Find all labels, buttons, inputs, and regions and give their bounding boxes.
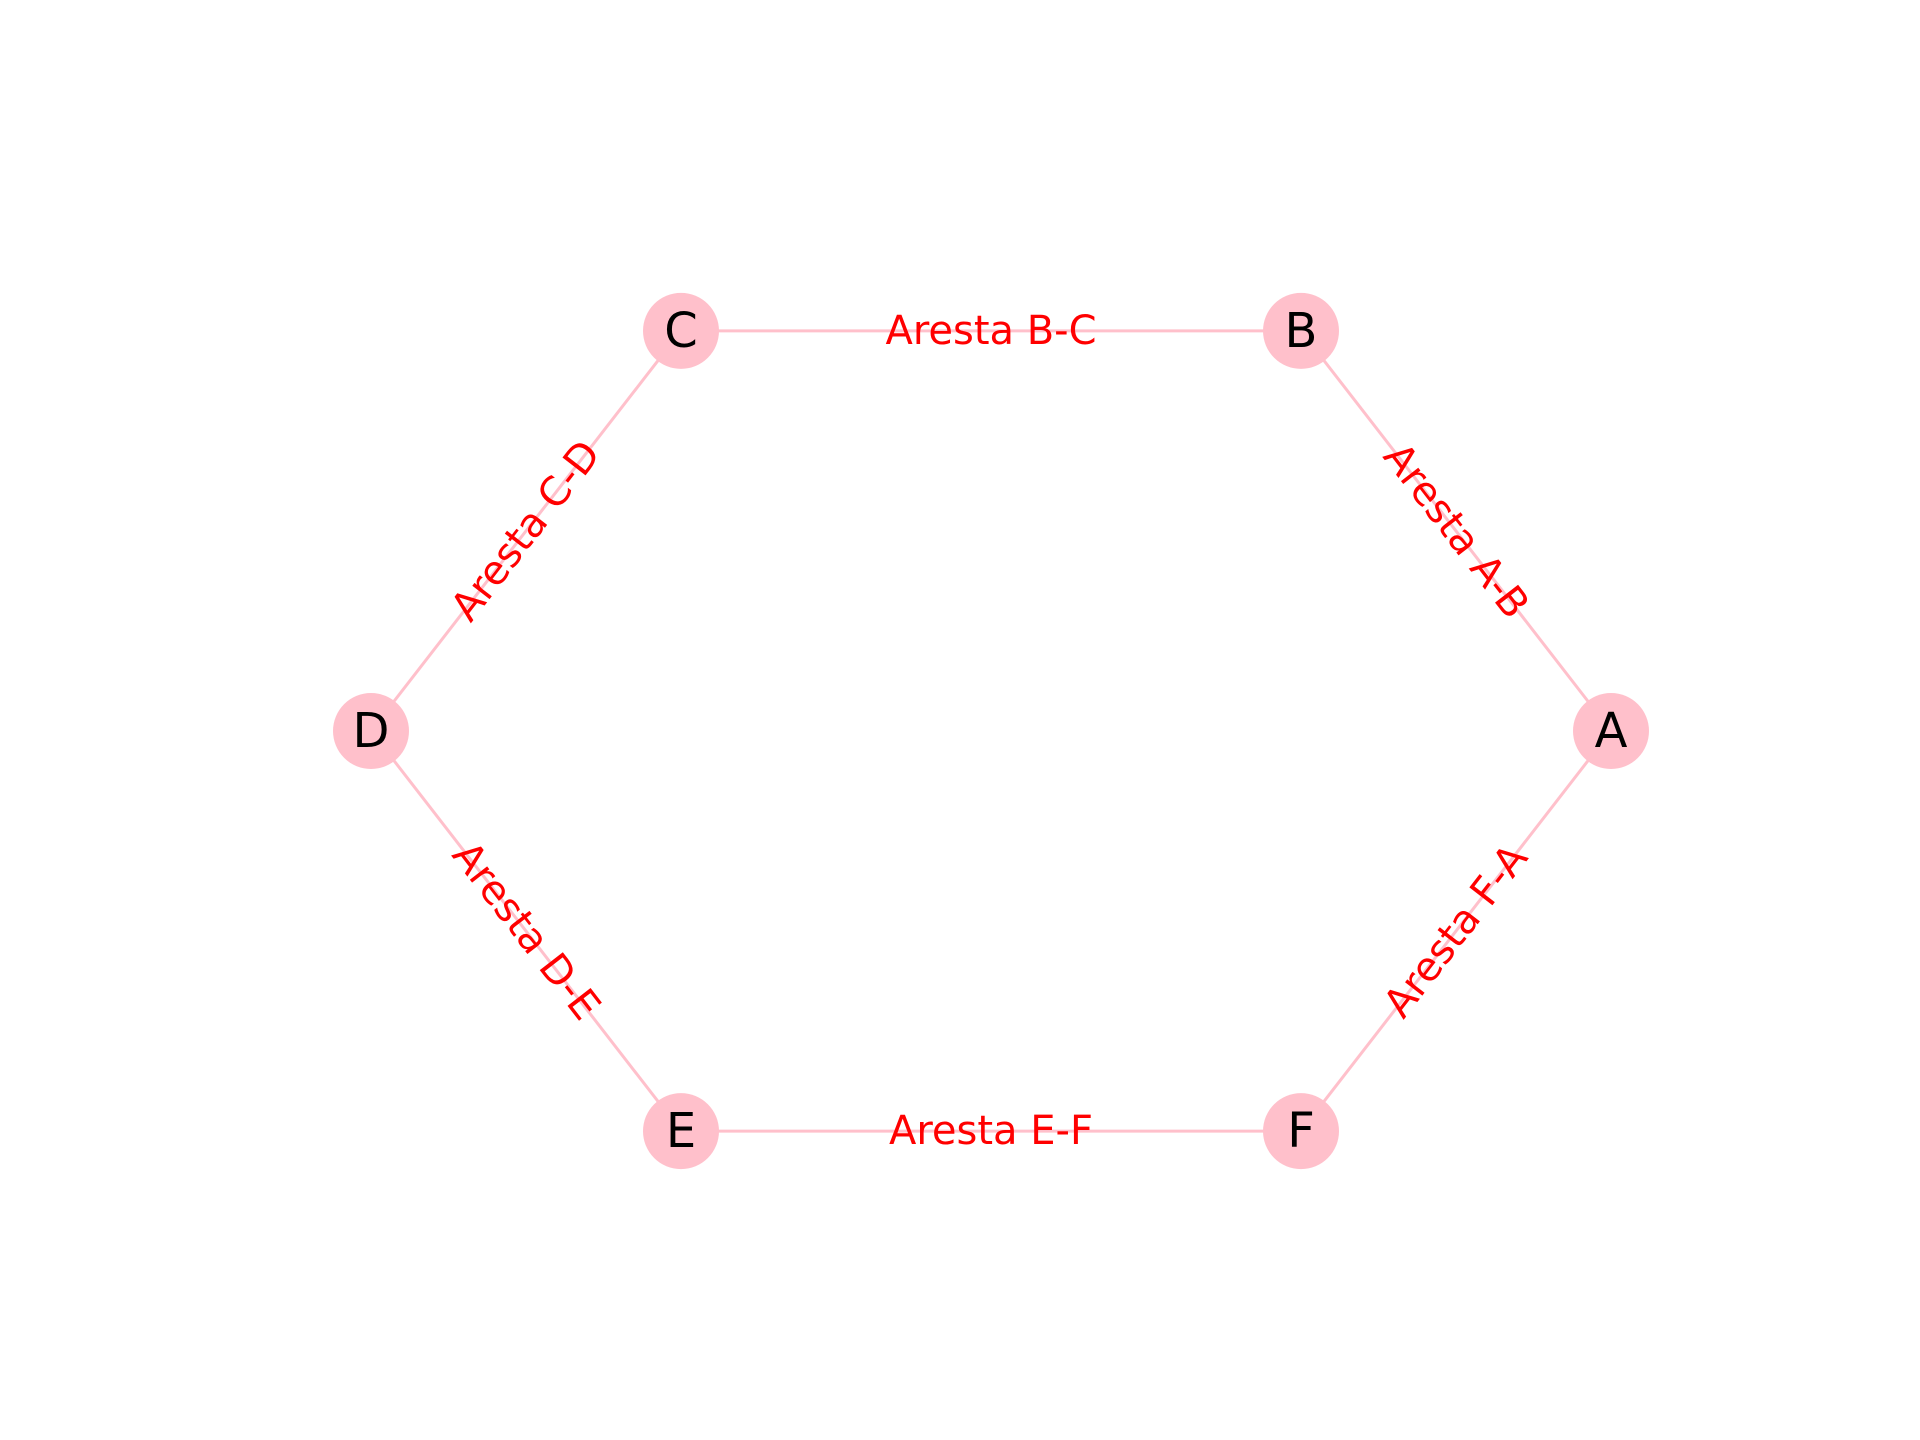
edge-label-c-d: Aresta C-D — [442, 432, 610, 630]
node-a: A — [1573, 693, 1649, 769]
node-d: D — [333, 693, 409, 769]
node-circle-a — [1573, 693, 1649, 769]
node-b: B — [1263, 292, 1339, 369]
node-label-a: A — [1595, 703, 1628, 759]
edge-label-f-a: Aresta F-A — [1375, 835, 1537, 1026]
node-circle-e — [643, 1093, 719, 1170]
node-circle-d — [333, 693, 409, 769]
node-label-c: C — [664, 303, 698, 359]
node-label-f: F — [1287, 1103, 1315, 1159]
edge-labels-layer: Aresta A-B Aresta B-C Aresta C-D Aresta D-E… — [442, 308, 1538, 1154]
node-label-d: D — [353, 703, 390, 759]
edge-c-d — [369, 329, 683, 732]
edge-label-e-f: Aresta E-F — [889, 1108, 1093, 1154]
node-circle-c — [643, 292, 719, 369]
edge-f-a — [1299, 730, 1613, 1133]
edge-label-d-e: Aresta D-E — [443, 833, 609, 1029]
edge-a-b — [1299, 329, 1613, 732]
node-circle-b — [1263, 292, 1339, 369]
node-e: E — [643, 1093, 719, 1170]
node-circle-f — [1263, 1093, 1339, 1170]
node-label-b: B — [1285, 303, 1318, 359]
edge-d-e — [369, 730, 683, 1133]
node-f: F — [1263, 1093, 1339, 1170]
edge-label-b-c: Aresta B-C — [885, 308, 1096, 354]
node-c: C — [643, 292, 719, 369]
edges-layer — [369, 329, 1613, 1133]
edge-label-a-b: Aresta A-B — [1374, 435, 1538, 628]
nodes-layer: A B C D E F — [333, 292, 1649, 1170]
node-label-e: E — [666, 1103, 696, 1159]
